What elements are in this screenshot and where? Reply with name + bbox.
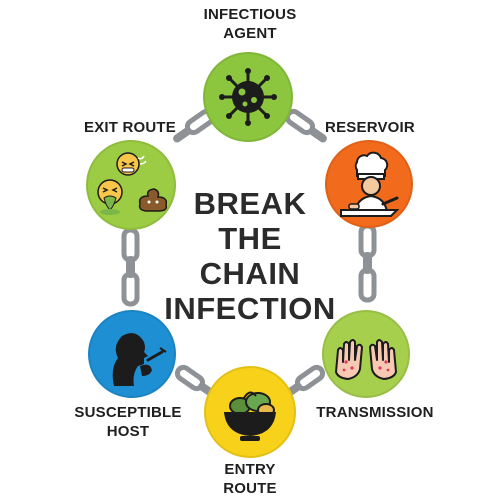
label-transmission: TRANSMISSION — [316, 404, 434, 421]
node-infectious-agent — [203, 52, 293, 142]
center-title: BREAK THE CHAIN INFECTION — [140, 186, 360, 326]
vomit-face-icon — [97, 179, 123, 215]
virus-icon — [219, 68, 277, 126]
food-bowl-icon — [224, 391, 276, 441]
chain-segment-right — [358, 223, 377, 303]
label-infectious-agent: INFECTIOUS AGENT — [203, 6, 297, 42]
label-reservoir: RESERVOIR — [325, 119, 415, 136]
person-eating-icon — [112, 333, 167, 386]
title-line-3: CHAIN — [199, 256, 301, 291]
poop-icon — [138, 188, 168, 212]
label-exit-route: EXIT ROUTE — [83, 119, 176, 136]
label-entry-route: ENTRY ROUTE — [223, 461, 277, 497]
node-transmission — [322, 310, 410, 398]
node-entry-route — [204, 366, 296, 458]
node-susceptible-host — [88, 310, 176, 398]
label-susceptible-host: SUSCEPTIBLE HOST — [74, 404, 182, 440]
title-line-1: BREAK — [193, 186, 307, 221]
chain-segment-left — [121, 227, 140, 307]
hands-icon — [335, 339, 397, 380]
chef-cutting-icon — [340, 151, 400, 217]
sneeze-face-icon — [116, 152, 147, 176]
node-reservoir — [325, 140, 413, 228]
title-line-2: THE — [218, 221, 282, 256]
node-exit-route — [86, 140, 176, 230]
title-line-4: INFECTION — [164, 291, 336, 326]
sick-faces-poop-icon — [97, 152, 168, 215]
